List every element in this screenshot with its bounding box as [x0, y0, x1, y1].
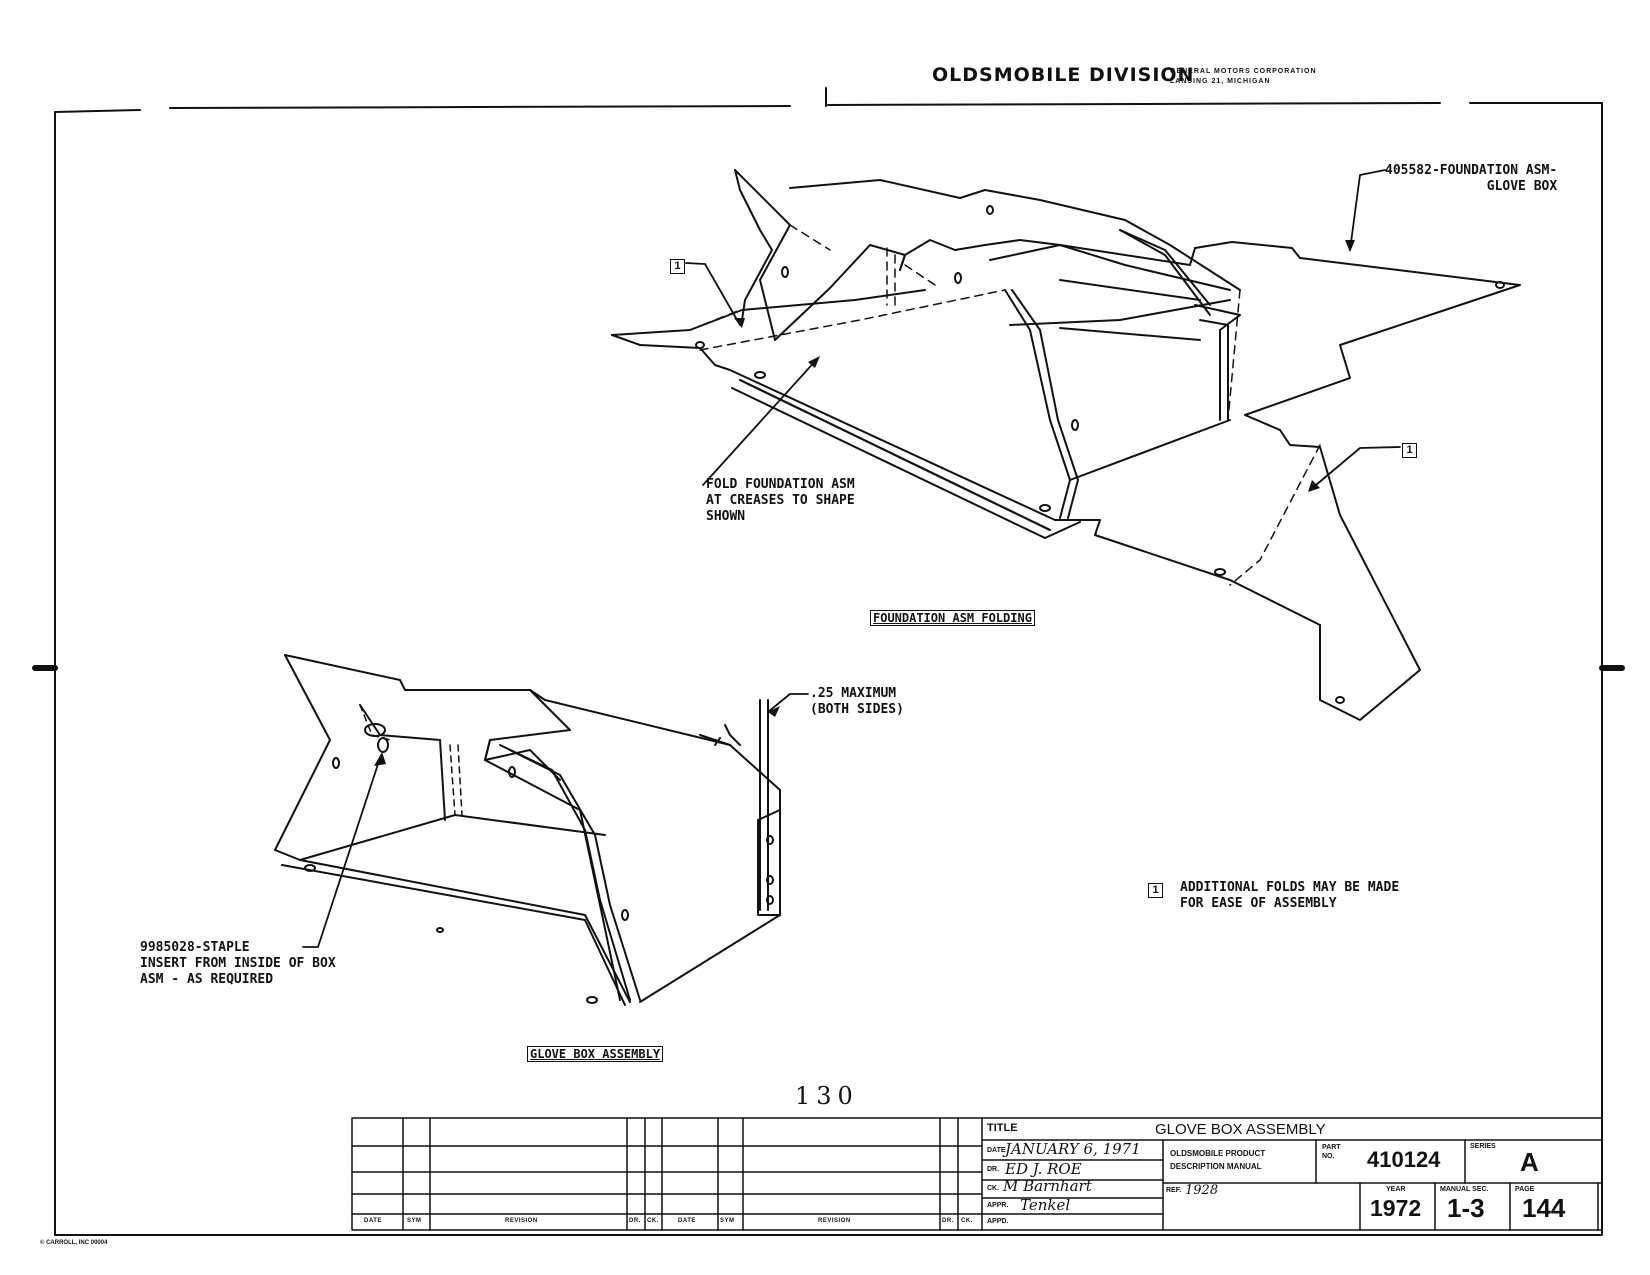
ck-label: CK.: [987, 1185, 1000, 1192]
note-legend-number: 1: [1148, 883, 1163, 898]
series-value: A: [1520, 1147, 1539, 1177]
rev-col-revision-2: REVISION: [818, 1218, 851, 1224]
corp-line-1: GENERAL MOTORS CORPORATION: [1170, 68, 1317, 75]
callout-maximum: .25 MAXIMUM (BOTH SIDES): [810, 686, 904, 717]
date-label: DATE: [987, 1147, 1006, 1154]
manual-sec-value: 1-3: [1447, 1193, 1485, 1223]
ck-value: M Barnhart: [1003, 1177, 1092, 1195]
callout-fold-instruction: FOLD FOUNDATION ASM AT CREASES TO SHAPE …: [706, 477, 855, 524]
dr-value: ED J. ROE: [1005, 1160, 1082, 1178]
note-marker-right: 1: [1402, 440, 1417, 458]
manual-sec-label: MANUAL SEC.: [1440, 1186, 1489, 1193]
appr-value: Tenkel: [1020, 1196, 1071, 1214]
rev-col-ck: CK.: [647, 1218, 659, 1224]
ref-label: REF.: [1166, 1187, 1182, 1194]
appr-label: APPR.: [987, 1202, 1009, 1209]
footer-credit: © CARROLL, INC 00004: [40, 1240, 108, 1246]
page-value: 144: [1522, 1193, 1566, 1223]
manual-line-2: DESCRIPTION MANUAL: [1170, 1162, 1262, 1171]
ref-value: 1928: [1185, 1183, 1219, 1198]
corp-line-2: LANSING 21, MICHIGAN: [1170, 78, 1271, 85]
title-value: GLOVE BOX ASSEMBLY: [1155, 1121, 1326, 1138]
note-legend-text: ADDITIONAL FOLDS MAY BE MADE FOR EASE OF…: [1180, 880, 1400, 911]
appd-label: APPD.: [987, 1218, 1009, 1225]
note-marker-number: 1: [670, 259, 685, 274]
view-label-foundation-folding: FOUNDATION ASM FOLDING: [870, 610, 1035, 626]
manual-line-1: OLDSMOBILE PRODUCT: [1170, 1149, 1266, 1158]
page-label: PAGE: [1515, 1186, 1535, 1193]
rev-col-ck-2: CK.: [961, 1218, 973, 1224]
rev-col-revision: REVISION: [505, 1218, 538, 1224]
handwritten-page-number: 130: [795, 1082, 859, 1110]
note-legend-marker: 1: [1148, 880, 1163, 898]
note-marker-number: 1: [1402, 443, 1417, 458]
title-block-grid: [351, 1117, 1603, 1231]
callout-foundation-asm: 405582-FOUNDATION ASM- GLOVE BOX: [1385, 163, 1558, 194]
date-value: JANUARY 6, 1971: [1005, 1140, 1141, 1158]
rev-col-date: DATE: [364, 1218, 382, 1224]
rev-col-sym: SYM: [407, 1218, 422, 1224]
glove-box-drawing: [274, 654, 809, 1006]
dr-label: DR.: [987, 1166, 1000, 1173]
year-label: YEAR: [1386, 1186, 1406, 1193]
rev-col-sym-2: SYM: [720, 1218, 735, 1224]
part-label: PART NO.: [1322, 1144, 1341, 1160]
part-value: 410124: [1367, 1147, 1441, 1172]
series-label: SERIES: [1470, 1143, 1496, 1150]
title-label: TITLE: [987, 1122, 1018, 1134]
rev-col-date-2: DATE: [678, 1218, 696, 1224]
rev-col-dr: DR.: [629, 1218, 641, 1224]
rev-col-dr-2: DR.: [942, 1218, 954, 1224]
foundation-asm-drawing: [611, 169, 1521, 721]
callout-staple: 9985028-STAPLE INSERT FROM INSIDE OF BOX…: [140, 940, 336, 987]
note-marker-left: 1: [670, 256, 685, 274]
view-label-glove-box-assembly: GLOVE BOX ASSEMBLY: [527, 1046, 664, 1062]
year-value: 1972: [1370, 1195, 1422, 1221]
sheet-border: [54, 102, 1603, 1236]
company-name: OLDSMOBILE DIVISION: [932, 64, 1195, 86]
company-address: GENERAL MOTORS CORPORATION LANSING 21, M…: [1170, 67, 1317, 87]
